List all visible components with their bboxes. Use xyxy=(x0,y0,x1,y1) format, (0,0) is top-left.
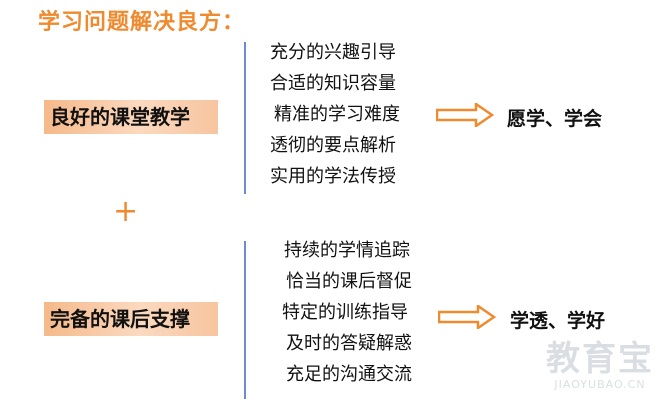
method-list-classroom: 充分的兴趣引导 合适的知识容量 精准的学习难度 透彻的要点解析 实用的学法传授 xyxy=(0,37,400,192)
list-item: 透彻的要点解析 xyxy=(270,135,396,156)
list-item: 恰当的课后督促 xyxy=(286,271,412,292)
result-text-classroom: 愿学、学会 xyxy=(507,108,603,130)
watermark-brand: 教育宝 xyxy=(546,339,654,379)
list-item: 精准的学习难度 xyxy=(274,104,400,125)
arrow-right-icon xyxy=(436,103,494,127)
watermark-logo: 教育宝 JIAOYUBAO.CN xyxy=(540,340,660,392)
section-label-classroom: 良好的课堂教学 xyxy=(44,100,218,134)
result-text-afterclass: 学透、学好 xyxy=(510,310,606,332)
list-item: 及时的答疑解惑 xyxy=(286,333,412,354)
list-item: 特定的训练指导 xyxy=(282,302,408,323)
list-item: 充足的沟通交流 xyxy=(286,364,412,385)
divider-line xyxy=(244,241,246,399)
page-title: 学习问题解决良方： xyxy=(38,10,246,35)
divider-line xyxy=(244,42,246,194)
list-item: 持续的学情追踪 xyxy=(284,240,410,261)
plus-icon: + xyxy=(113,194,139,229)
list-item: 实用的学法传授 xyxy=(270,166,396,187)
method-list-afterclass: 持续的学情追踪 恰当的课后督促 特定的训练指导 及时的答疑解惑 充足的沟通交流 xyxy=(0,235,412,390)
arrow-right-icon xyxy=(438,305,496,329)
list-item: 充分的兴趣引导 xyxy=(270,42,396,63)
watermark-site: JIAOYUBAO.CN xyxy=(554,378,646,391)
section-label-afterclass: 完备的课后支撑 xyxy=(44,302,218,336)
list-item: 合适的知识容量 xyxy=(270,73,396,94)
